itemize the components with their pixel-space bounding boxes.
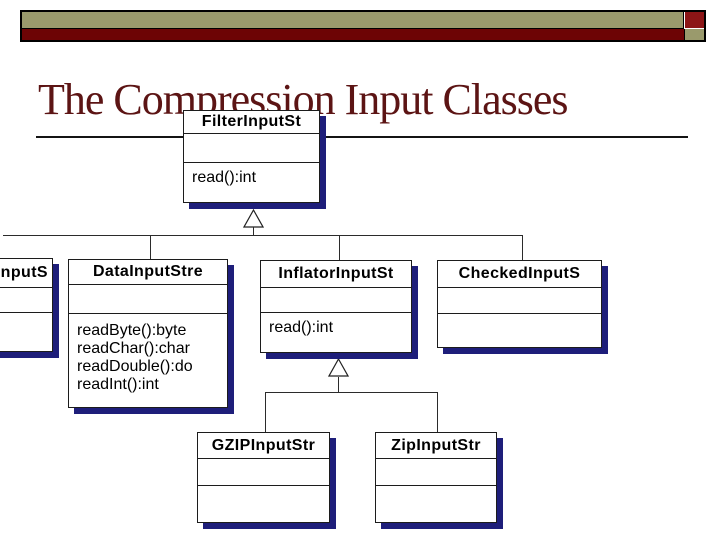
method-label: readInt():int	[77, 376, 159, 393]
header-red-accent-square	[685, 12, 704, 28]
class-name: GZIPInputStr	[198, 433, 329, 459]
class-name: CheckedInputS	[438, 261, 601, 288]
header-tan-accent-square	[685, 29, 704, 40]
methods-compartment	[376, 486, 496, 492]
method-label: read():int	[269, 319, 334, 336]
class-box-checkedinputstream: CheckedInputS	[437, 260, 602, 348]
attributes-compartment	[184, 134, 319, 163]
decorative-header-bar	[20, 10, 706, 42]
attributes-compartment	[69, 285, 227, 314]
class-name: DataInputStre	[69, 260, 227, 285]
header-dark-red-bar	[22, 29, 685, 40]
inheritance-connector	[437, 392, 438, 432]
attributes-compartment	[376, 459, 496, 486]
attributes-compartment	[261, 288, 411, 313]
class-name: InflatorInputSt	[261, 261, 411, 288]
inheritance-triangle-icon	[243, 209, 264, 228]
inheritance-connector	[265, 392, 266, 432]
method-label: read():int	[192, 169, 257, 186]
class-box-clipped-inputstream: nputS	[0, 258, 53, 352]
attributes-compartment	[0, 288, 52, 313]
methods-compartment	[198, 486, 329, 492]
inheritance-connector	[522, 235, 523, 260]
inheritance-connector	[265, 392, 438, 393]
class-name: FilterInputSt	[184, 111, 319, 134]
title-underline	[36, 136, 688, 138]
inheritance-connector	[339, 235, 340, 260]
methods-compartment: read():int	[261, 313, 411, 337]
inheritance-connector	[253, 227, 254, 235]
class-box-zipinputstream: ZipInputStr	[375, 432, 497, 523]
class-box-gzipinputstream: GZIPInputStr	[197, 432, 330, 523]
inheritance-triangle-icon	[328, 358, 349, 377]
attributes-compartment	[438, 288, 601, 314]
class-box-filterinputstream: FilterInputSt read():int	[183, 110, 320, 203]
inheritance-connector	[338, 377, 339, 392]
attributes-compartment	[198, 459, 329, 486]
methods-compartment	[438, 314, 601, 320]
methods-compartment: read():int	[184, 163, 319, 187]
methods-compartment	[0, 313, 52, 319]
class-name: nputS	[0, 259, 52, 288]
methods-compartment: readByte():byte readChar():char readDoub…	[69, 314, 227, 394]
inheritance-connector	[150, 235, 151, 259]
class-box-datainputstream: DataInputStre readByte():byte readChar()…	[68, 259, 228, 408]
method-label: readChar():char	[77, 340, 190, 357]
class-name: ZipInputStr	[376, 433, 496, 459]
method-label: readByte():byte	[77, 322, 187, 339]
inheritance-connector	[3, 235, 523, 236]
method-label: readDouble():do	[77, 358, 193, 375]
class-box-inflatorinputstream: InflatorInputSt read():int	[260, 260, 412, 353]
header-tan-bar	[22, 12, 684, 29]
